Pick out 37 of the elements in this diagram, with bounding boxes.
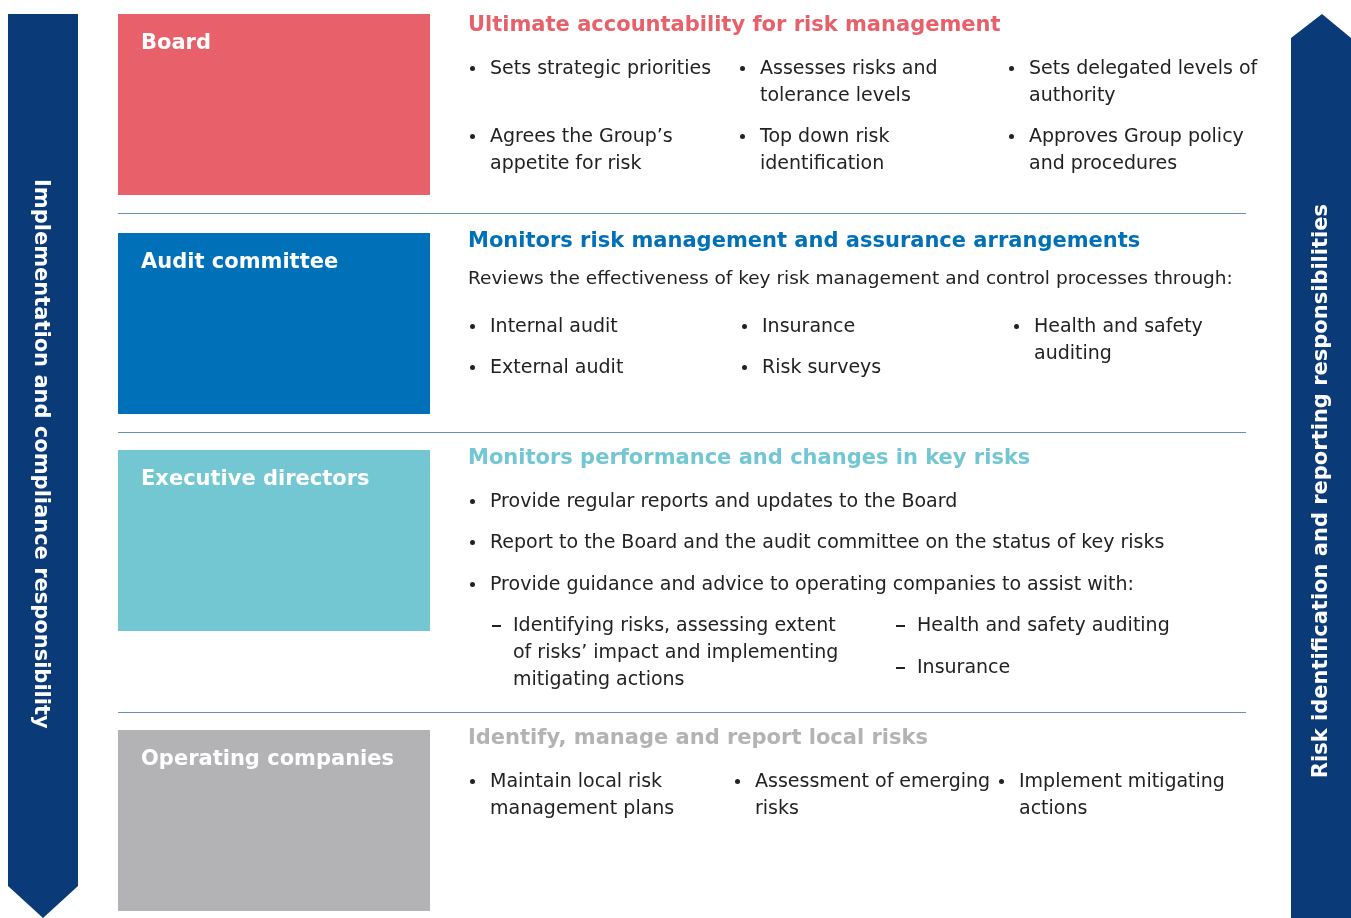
bullet-text: Report to the Board and the audit committee on the status of key risks xyxy=(490,529,1166,554)
role-box xyxy=(118,730,430,911)
bullet-text: Approves Group policy and procedures xyxy=(1029,123,1245,175)
bullet-text: External audit xyxy=(490,354,625,379)
role-title: Audit committee xyxy=(141,249,339,273)
bullet-text: Maintain local risk management plans xyxy=(490,768,676,820)
section-heading: Identify, manage and report local risks xyxy=(468,725,929,749)
role-box xyxy=(118,450,430,631)
description-text: Reviews the effectiveness of key risk management and control processes through: xyxy=(468,266,1234,290)
bullet-text: Insurance xyxy=(762,313,857,338)
sub-bullet-text: Identifying risks, assessing extent of risks’ impact and implementing mitigating actions xyxy=(513,612,840,691)
role-box xyxy=(118,14,430,195)
section-heading: Monitors performance and changes in key risks xyxy=(468,445,1031,469)
role-title: Executive directors xyxy=(141,466,370,490)
role-box xyxy=(118,233,430,414)
bullet-text: Provide guidance and advice to operating companies to assist with: xyxy=(490,571,1135,596)
bullet-text: Risk surveys xyxy=(762,354,883,379)
section-heading: Ultimate accountability for risk management xyxy=(468,12,1001,36)
bullet-text: Assesses risks and tolerance levels xyxy=(760,55,939,107)
sub-bullet-text: Insurance xyxy=(917,654,1012,679)
role-title: Board xyxy=(141,30,211,54)
bullet-text: Health and safety auditing xyxy=(1034,313,1204,365)
sub-bullet-text: Health and safety auditing xyxy=(917,612,1171,637)
bullet-text: Top down risk identification xyxy=(760,123,891,175)
bullet-text: Implement mitigating actions xyxy=(1019,768,1226,820)
down-arrow-band xyxy=(8,14,78,918)
section-heading: Monitors risk management and assurance arrangements xyxy=(468,228,1141,252)
arrow-label: Risk identification and reporting responsibilities xyxy=(1308,204,1332,779)
up-arrow-band xyxy=(1291,14,1351,918)
bullet-text: Sets delegated levels of authority xyxy=(1029,55,1259,107)
bullet-text: Internal audit xyxy=(490,313,619,338)
arrow-label: Implementation and compliance responsibility xyxy=(30,179,54,729)
bullet-text: Sets strategic priorities xyxy=(490,55,713,80)
bullet-text: Provide regular reports and updates to the Board xyxy=(490,488,959,513)
role-title: Operating companies xyxy=(141,746,395,770)
bullet-text: Agrees the Group’s appetite for risk xyxy=(490,123,674,175)
bullet-text: Assessment of emerging risks xyxy=(755,768,992,820)
